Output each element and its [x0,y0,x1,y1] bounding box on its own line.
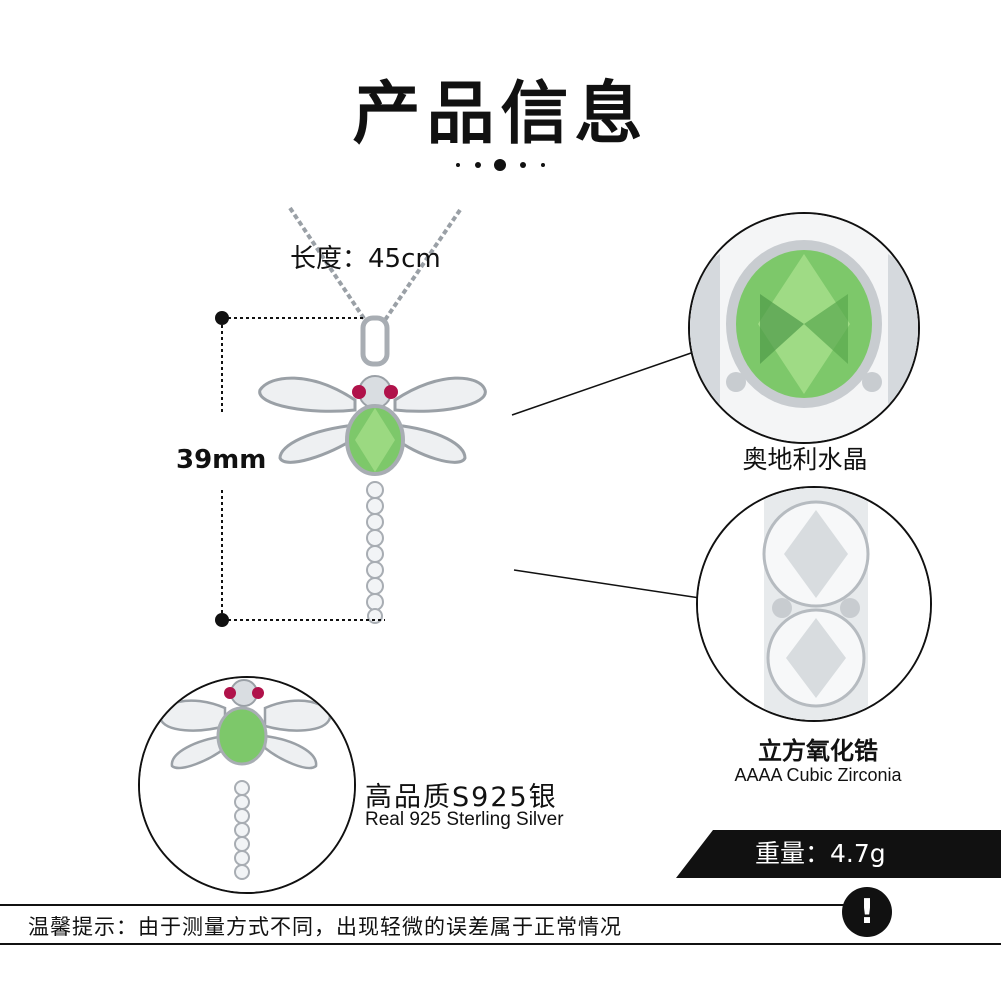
crystal-zoom-image [688,212,920,444]
weight-label: 重量：4.7g [755,839,886,868]
zircon-label-cn: 立方氧化锆 [758,737,878,765]
silver-label-en: Real 925 Sterling Silver [365,809,564,830]
zircon-zoom-image [696,486,932,722]
crystal-label: 奥地利水晶 [742,445,868,474]
pendant-illustration [215,206,487,627]
zircon-label-en: AAAA Cubic Zirconia [734,765,902,785]
exclamation-icon: ! [842,887,892,937]
height-label: 39mm [176,445,267,475]
dot-divider-icon [456,159,545,171]
length-label: 长度：45cm [290,244,441,274]
silver-label-cn: 高品质S925银 [365,782,558,813]
silver-zoom-image [138,676,356,894]
page-title: 产品信息 [352,75,649,154]
measurement-tip: 温馨提示：由于测量方式不同，出现轻微的误差属于正常情况 [28,915,622,939]
